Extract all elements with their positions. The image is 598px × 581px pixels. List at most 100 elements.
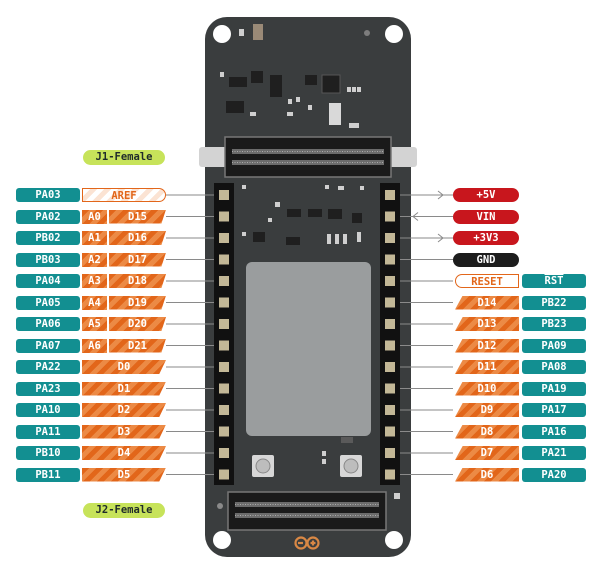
analog-pin-label: A3 xyxy=(82,274,108,288)
arduino-pin-label: D14 xyxy=(455,295,519,310)
header-pad xyxy=(219,190,229,200)
arduino-pin-label: D13 xyxy=(455,317,519,331)
port-label: PA20 xyxy=(522,467,586,482)
arrow-out-icon xyxy=(437,233,444,243)
arduino-pin-label: D10 xyxy=(455,381,519,396)
port-label: PB11 xyxy=(16,467,80,482)
header-pad xyxy=(385,211,395,222)
small-chip xyxy=(341,437,353,443)
port-label: PA05 xyxy=(16,295,80,310)
arduino-pin-label: D15 xyxy=(109,209,166,224)
header-pad xyxy=(219,276,229,286)
mounting-hole xyxy=(385,25,403,43)
j1-female-label: J1-Female xyxy=(83,150,165,165)
j1-connector xyxy=(199,136,417,178)
header-pad xyxy=(385,383,395,394)
header-pad xyxy=(385,276,395,286)
arrow-in-icon xyxy=(412,212,419,221)
analog-pin-label: A4 xyxy=(82,295,108,310)
antenna-connectors xyxy=(252,451,362,477)
arduino-pin-label: D4 xyxy=(82,446,166,460)
port-label: PA11 xyxy=(16,424,80,439)
analog-pin-label: A5 xyxy=(82,317,108,331)
arduino-pin-label: D7 xyxy=(455,446,519,460)
header-pad xyxy=(219,383,229,394)
port-label: PB10 xyxy=(16,446,80,460)
header-pad xyxy=(219,297,229,308)
port-label: PA04 xyxy=(16,274,80,288)
analog-pin-label: A6 xyxy=(82,338,108,353)
header-pad xyxy=(385,405,395,415)
arduino-pin-label: D20 xyxy=(109,317,166,331)
arduino-pin-label: AREF xyxy=(82,188,166,202)
header-pad xyxy=(385,426,395,437)
right-header xyxy=(380,183,400,485)
port-label: PA03 xyxy=(16,188,80,202)
port-label: PB02 xyxy=(16,231,80,245)
arduino-pin-label: D21 xyxy=(109,338,166,353)
arduino-logo-icon xyxy=(294,536,320,550)
header-pad xyxy=(219,362,229,372)
header-pad xyxy=(219,469,229,480)
power-pin-label: +3V3 xyxy=(453,231,519,245)
port-label: RST xyxy=(522,274,586,288)
small-components xyxy=(220,24,370,128)
port-label: PA07 xyxy=(16,338,80,353)
header-pad xyxy=(219,211,229,222)
port-label: PB03 xyxy=(16,252,80,267)
port-label: PB22 xyxy=(522,295,586,310)
header-pad xyxy=(219,340,229,351)
analog-pin-label: A1 xyxy=(82,231,108,245)
port-label: PA16 xyxy=(522,424,586,439)
arduino-pin-label: D17 xyxy=(109,252,166,267)
mid-components xyxy=(242,185,364,245)
j2-female-label: J2-Female xyxy=(83,503,165,518)
arduino-pin-label: D6 xyxy=(455,467,519,482)
port-label: PA23 xyxy=(16,381,80,396)
analog-pin-label: A2 xyxy=(82,252,108,267)
port-label: PA21 xyxy=(522,446,586,460)
arduino-pin-label: D0 xyxy=(82,360,166,374)
port-label: PA17 xyxy=(522,403,586,417)
header-pad xyxy=(385,190,395,200)
arduino-pin-label: D8 xyxy=(455,424,519,439)
header-pad xyxy=(385,469,395,480)
arduino-pin-label: D11 xyxy=(455,360,519,374)
left-header xyxy=(214,183,234,485)
arduino-pin-label: D18 xyxy=(109,274,166,288)
mounting-hole xyxy=(213,531,231,549)
header-pad xyxy=(219,405,229,415)
header-pad xyxy=(219,426,229,437)
power-pin-label: +5V xyxy=(453,188,519,202)
reset-pin-label: RESET xyxy=(455,274,519,288)
arduino-pin-label: D3 xyxy=(82,424,166,439)
header-pad xyxy=(219,233,229,243)
header-pad xyxy=(385,297,395,308)
arduino-pin-label: D9 xyxy=(455,403,519,417)
j2-connector xyxy=(217,491,400,531)
arduino-pin-label: D19 xyxy=(109,295,166,310)
port-label: PA22 xyxy=(16,360,80,374)
port-label: PA06 xyxy=(16,317,80,331)
header-pad xyxy=(385,362,395,372)
arduino-pin-label: D2 xyxy=(82,403,166,417)
mounting-hole xyxy=(385,531,403,549)
header-pad xyxy=(385,340,395,351)
arduino-pin-label: D16 xyxy=(109,231,166,245)
port-label: PA09 xyxy=(522,338,586,353)
arrow-out-icon xyxy=(437,190,444,200)
power-pin-label: VIN xyxy=(453,209,519,224)
header-pad xyxy=(219,319,229,329)
analog-pin-label: A0 xyxy=(82,209,108,224)
mounting-hole xyxy=(213,25,231,43)
port-label: PA19 xyxy=(522,381,586,396)
header-pad xyxy=(385,233,395,243)
arduino-pin-label: D5 xyxy=(82,467,166,482)
port-label: PA02 xyxy=(16,209,80,224)
header-pad xyxy=(385,448,395,458)
power-pin-label: GND xyxy=(453,252,519,267)
main-module xyxy=(246,262,371,436)
arduino-pin-label: D1 xyxy=(82,381,166,396)
header-pad xyxy=(219,254,229,265)
